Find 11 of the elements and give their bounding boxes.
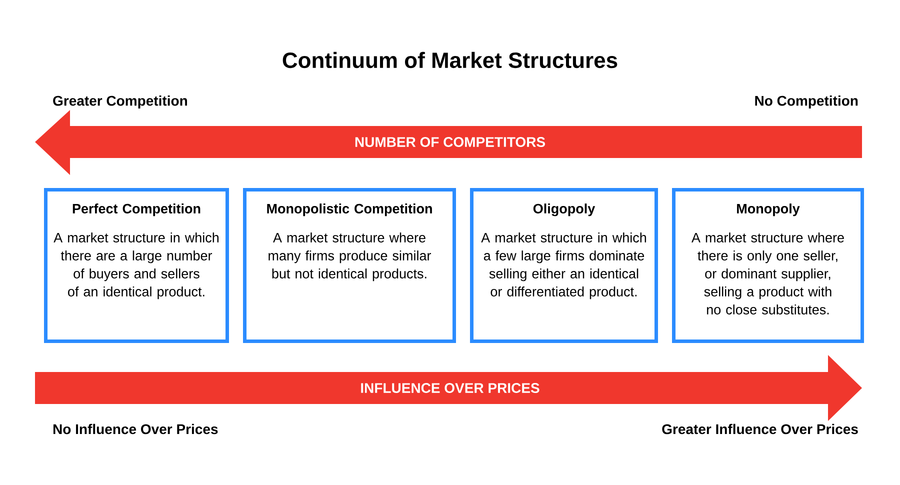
title: Continuum of Market Structures	[282, 52, 618, 68]
definition-box: Monopoly A market structure where there is only one seller, or dominant supplier, selling a product with no close substitutes.	[672, 188, 864, 343]
definition-box: Oligopoly A market structure in which a few large firms dominate selling either an identical or differentiated product.	[470, 188, 658, 343]
arrow-label: NUMBER OF COMPETITORS	[355, 137, 545, 147]
side-label: No Competition	[755, 95, 858, 109]
definition-box: Monopolistic Competition A market structure where many firms produce similar but not identical products.	[243, 188, 456, 343]
side-label: Greater Influence Over Prices	[662, 424, 858, 434]
definition-box: Perfect Competition A market structure in which there are a large number of buyers and sellers of an identical product.	[44, 188, 229, 343]
arrow-label: INFLUENCE OVER PRICES	[361, 383, 540, 393]
side-label: No Influence Over Prices	[53, 424, 218, 434]
side-label: Greater Competition	[53, 95, 187, 109]
